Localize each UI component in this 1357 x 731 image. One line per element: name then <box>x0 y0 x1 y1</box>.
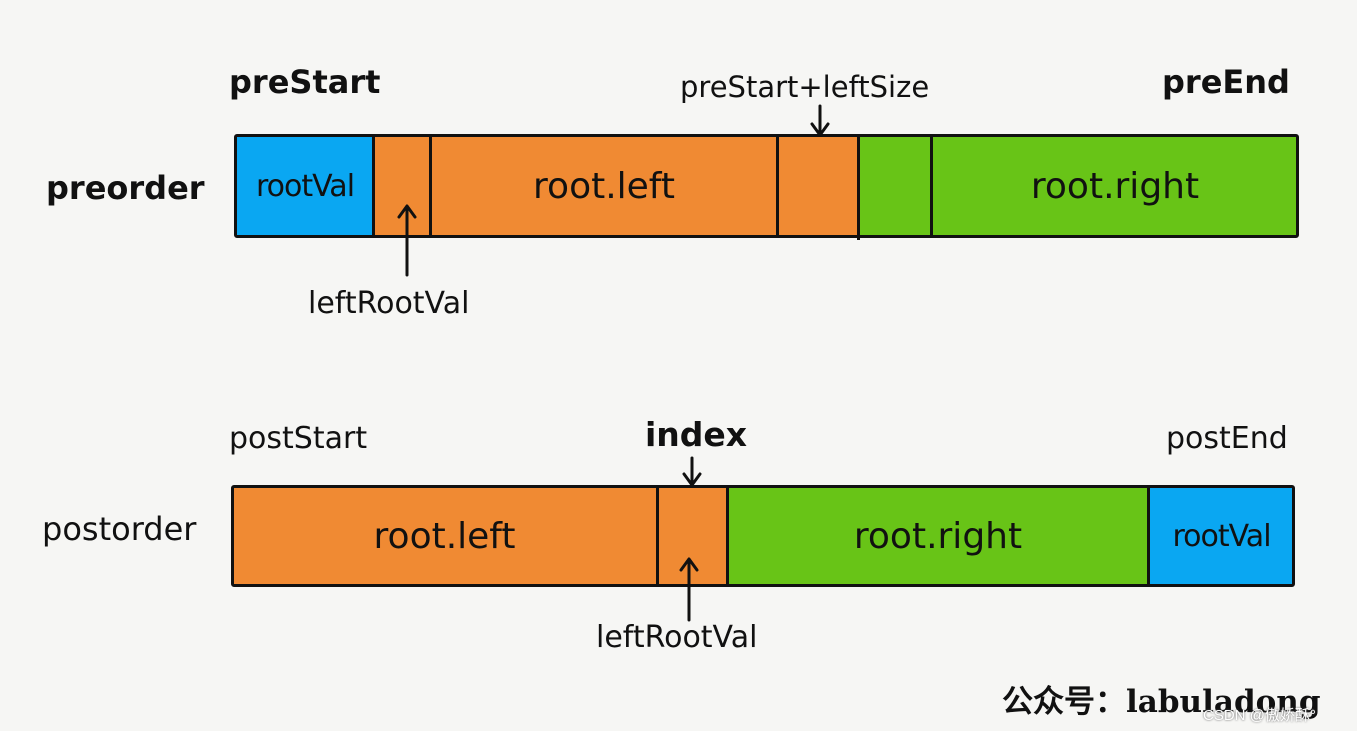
csdn-credit: CSDN @傲娇酥° <box>1203 707 1316 724</box>
postorder-root-right-segment <box>729 487 1150 585</box>
preorder-divider <box>776 136 779 236</box>
preorder-root-right-text: root.right <box>1030 165 1200 207</box>
preorder-root-left-text: root.left <box>533 165 675 207</box>
preorder-leftrootval-label: leftRootVal <box>308 286 470 321</box>
postend-label: postEnd <box>1166 421 1288 456</box>
postorder-root-left-text: root.left <box>373 515 516 557</box>
postorder-divider <box>726 487 729 587</box>
preorder-rootval-text: rootVal <box>255 168 355 204</box>
preorder-divider <box>372 136 375 236</box>
postorder-bar-outline <box>231 485 1295 587</box>
postorder-divider <box>1147 487 1150 585</box>
postorder-root-left-segment <box>233 487 729 585</box>
preend-label: preEnd <box>1162 63 1290 101</box>
postorder-row-label: postorder <box>42 510 197 548</box>
up-arrow-icon <box>397 204 417 277</box>
prestart-plus-leftsize-label: preStart+leftSize <box>680 70 930 104</box>
down-arrow-icon <box>810 104 830 137</box>
watermark-text: 公众号：labuladong <box>1002 684 1321 720</box>
down-arrow-icon <box>682 456 702 487</box>
postorder-leftrootval-label: leftRootVal <box>596 620 758 655</box>
postorder-divider <box>656 487 659 585</box>
preorder-divider <box>930 136 933 236</box>
preorder-bar-outline <box>234 134 1299 238</box>
preorder-row-label: preorder <box>46 169 205 207</box>
poststart-label: postStart <box>229 421 368 456</box>
postorder-root-right-text: root.right <box>853 515 1023 557</box>
preorder-divider <box>857 136 860 240</box>
preorder-root-left-segment <box>374 136 860 236</box>
postorder-rootval-text: rootVal <box>1172 518 1271 554</box>
preorder-rootval-segment <box>236 136 374 236</box>
preorder-divider <box>429 136 432 236</box>
postorder-rootval-segment <box>1150 487 1293 585</box>
prestart-label: preStart <box>229 63 381 101</box>
index-label: index <box>645 415 748 454</box>
up-arrow-icon <box>679 557 699 622</box>
